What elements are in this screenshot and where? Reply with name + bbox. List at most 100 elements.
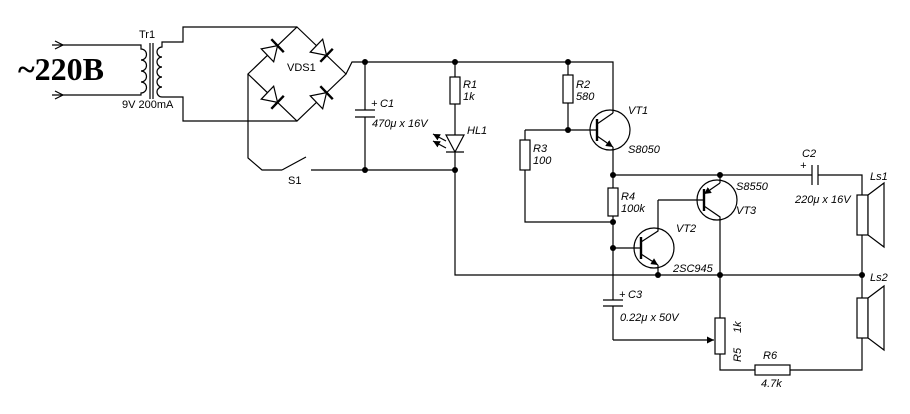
r1-ref-label: R1	[463, 79, 477, 91]
junction-dot	[717, 172, 723, 178]
junction-dot	[610, 219, 616, 225]
vt1-part-label: S8050	[628, 144, 661, 156]
switch-ref-label: S1	[288, 175, 301, 187]
junction-dot	[717, 272, 723, 278]
resistor-r2: R2 580	[562, 62, 595, 130]
bridge-ref-label: VDS1	[287, 62, 316, 74]
speaker-ls2: Ls2	[856, 272, 888, 352]
r3-body	[519, 139, 531, 171]
vt2-part-label: 2SC945	[672, 263, 714, 275]
transformer-ref-label: Tr1	[139, 29, 155, 41]
junction-dot	[362, 59, 368, 65]
diode-bar	[319, 85, 334, 100]
r3-lead-bottom	[524, 170, 613, 223]
bridge-outline	[247, 26, 347, 122]
vt2-ref-label: VT2	[676, 223, 696, 235]
ls1-magnet	[856, 194, 869, 236]
hl1-ref-label: HL1	[467, 125, 487, 137]
vt2-emitter	[640, 253, 659, 266]
c2-lead-right	[818, 174, 863, 195]
transistor-vt1: VT1 S8050	[589, 105, 661, 156]
junction-dot	[565, 127, 571, 133]
light-emission-arrow-icon	[432, 133, 447, 142]
led-hl1: HL1	[432, 125, 487, 170]
c3-value-label: 0.22μ x 50V	[620, 312, 680, 324]
transistor-vt2: VT2 2SC945	[613, 200, 714, 275]
r6-ref-label: R6	[763, 350, 778, 362]
diode-upper-right	[309, 37, 334, 63]
transformer-tr1: Tr1 9V 200mA	[52, 26, 297, 122]
mains-input: ~220B	[18, 40, 104, 100]
resistor-r1: R1 1k	[449, 62, 477, 135]
junction-dot	[362, 167, 368, 173]
c3-ref-label: C3	[628, 289, 643, 301]
r2-value-label: 580	[576, 91, 595, 103]
bridge-rectifier-vds1: VDS1	[247, 26, 347, 122]
r2-body	[562, 74, 574, 104]
c2-polarity-label: +	[800, 160, 807, 172]
r4-value-label: 100k	[621, 203, 645, 215]
r2-ref-label: R2	[576, 79, 590, 91]
led-triangle	[445, 134, 465, 154]
secondary-winding	[156, 26, 297, 122]
resistor-r3: R3 100	[519, 129, 613, 223]
potentiometer-r5: 1k R5	[714, 317, 755, 371]
capacitor-c3: + C3 0.22μ x 50V	[603, 289, 714, 344]
transistor-vt3: S8550 VT3	[658, 175, 769, 318]
vt1-emitter	[596, 135, 614, 148]
junction-dot	[610, 172, 616, 178]
junction-dot	[655, 272, 661, 278]
diode-bar	[270, 38, 285, 53]
primary-winding	[52, 44, 148, 96]
junction-dot	[452, 59, 458, 65]
c1-value-label: 470μ x 16V	[372, 118, 429, 130]
switch-s1: S1	[281, 156, 307, 187]
ls1-ref-label: Ls1	[870, 171, 888, 183]
capacitor-c1: + C1 470μ x 16V	[355, 62, 429, 170]
diode-lower-left	[260, 84, 285, 110]
r6-lead-right	[790, 338, 863, 371]
junction-dots	[362, 59, 865, 278]
transformer-rating-label: 9V 200mA	[122, 99, 174, 111]
ls2-ref-label: Ls2	[870, 272, 888, 284]
light-emission-arrow-icon	[432, 140, 447, 149]
c2-ref-label: C2	[802, 148, 816, 160]
capacitor-c2: C2 + 220μ x 16V	[794, 148, 863, 206]
wire-bridge-to-switch	[247, 74, 282, 171]
vt1-envelope	[589, 109, 631, 151]
diode-triangle	[260, 44, 279, 64]
r5-lead-bottom	[719, 354, 755, 371]
speaker-ls1: Ls1	[856, 171, 888, 298]
r5-ref-label: R5	[732, 347, 744, 362]
diode-triangle	[309, 91, 328, 111]
mains-voltage-label: ~220B	[18, 51, 104, 87]
r3-ref-label: R3	[533, 143, 548, 155]
vt3-part-label: S8550	[736, 181, 769, 193]
r5-value-label: 1k	[732, 321, 744, 333]
diode-triangle	[309, 37, 328, 57]
c2-value-label: 220μ x 16V	[794, 194, 852, 206]
wires	[247, 61, 862, 276]
vt1-collector	[596, 112, 614, 125]
r1-body	[449, 76, 461, 105]
diode-bar	[270, 95, 285, 110]
r6-value-label: 4.7k	[761, 378, 782, 390]
junction-dot	[565, 59, 571, 65]
r4-ref-label: R4	[621, 191, 635, 203]
diode-triangle	[260, 84, 279, 104]
diode-lower-right	[309, 85, 334, 111]
junction-dot	[452, 167, 458, 173]
r6-body	[754, 364, 791, 376]
resistor-r6: R6 4.7k	[754, 338, 863, 390]
junction-dot	[610, 245, 616, 251]
diode-upper-left	[260, 38, 285, 64]
diode-bar	[319, 48, 334, 63]
c1-ref-label: C1	[380, 98, 394, 110]
vt3-emitter	[703, 182, 721, 195]
vt1-ref-label: VT1	[628, 105, 648, 117]
switch-blade	[281, 156, 307, 171]
c1-polarity-label: +	[371, 98, 378, 110]
wire-positive-rail	[345, 61, 614, 113]
